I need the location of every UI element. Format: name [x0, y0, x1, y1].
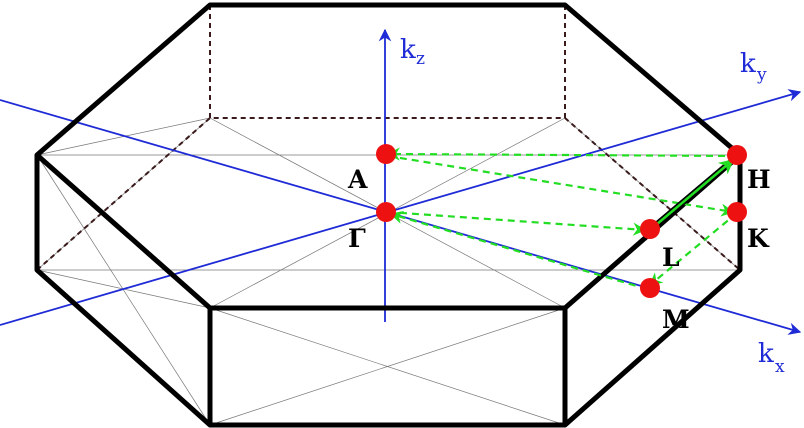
axis-label-kx: k x [758, 339, 785, 377]
label-a: A [347, 165, 368, 194]
axes [0, 28, 802, 335]
point-l [640, 219, 660, 239]
svg-text:x: x [775, 357, 785, 377]
point-m [640, 278, 660, 298]
symmetry-path [386, 147, 738, 291]
path-l-to-h [648, 157, 735, 233]
label-m: M [662, 305, 690, 334]
point-h [727, 145, 747, 165]
svg-text:k: k [740, 49, 756, 79]
svg-text:z: z [416, 49, 425, 69]
ky-axis-line [0, 89, 802, 326]
point-gamma [376, 202, 396, 222]
label-l: L [662, 243, 680, 272]
svg-text:k: k [758, 339, 774, 369]
label-k: K [747, 224, 770, 253]
svg-text:k: k [400, 35, 416, 65]
high-symmetry-points [376, 144, 747, 298]
label-gamma: Γ [348, 224, 366, 253]
label-h: H [747, 165, 771, 194]
axis-label-ky: k y [740, 49, 767, 85]
hidden-edges [36, 5, 741, 271]
point-a [376, 144, 396, 164]
axis-label-kz: k z [400, 35, 425, 69]
point-k [727, 202, 747, 222]
svg-text:y: y [756, 65, 767, 85]
